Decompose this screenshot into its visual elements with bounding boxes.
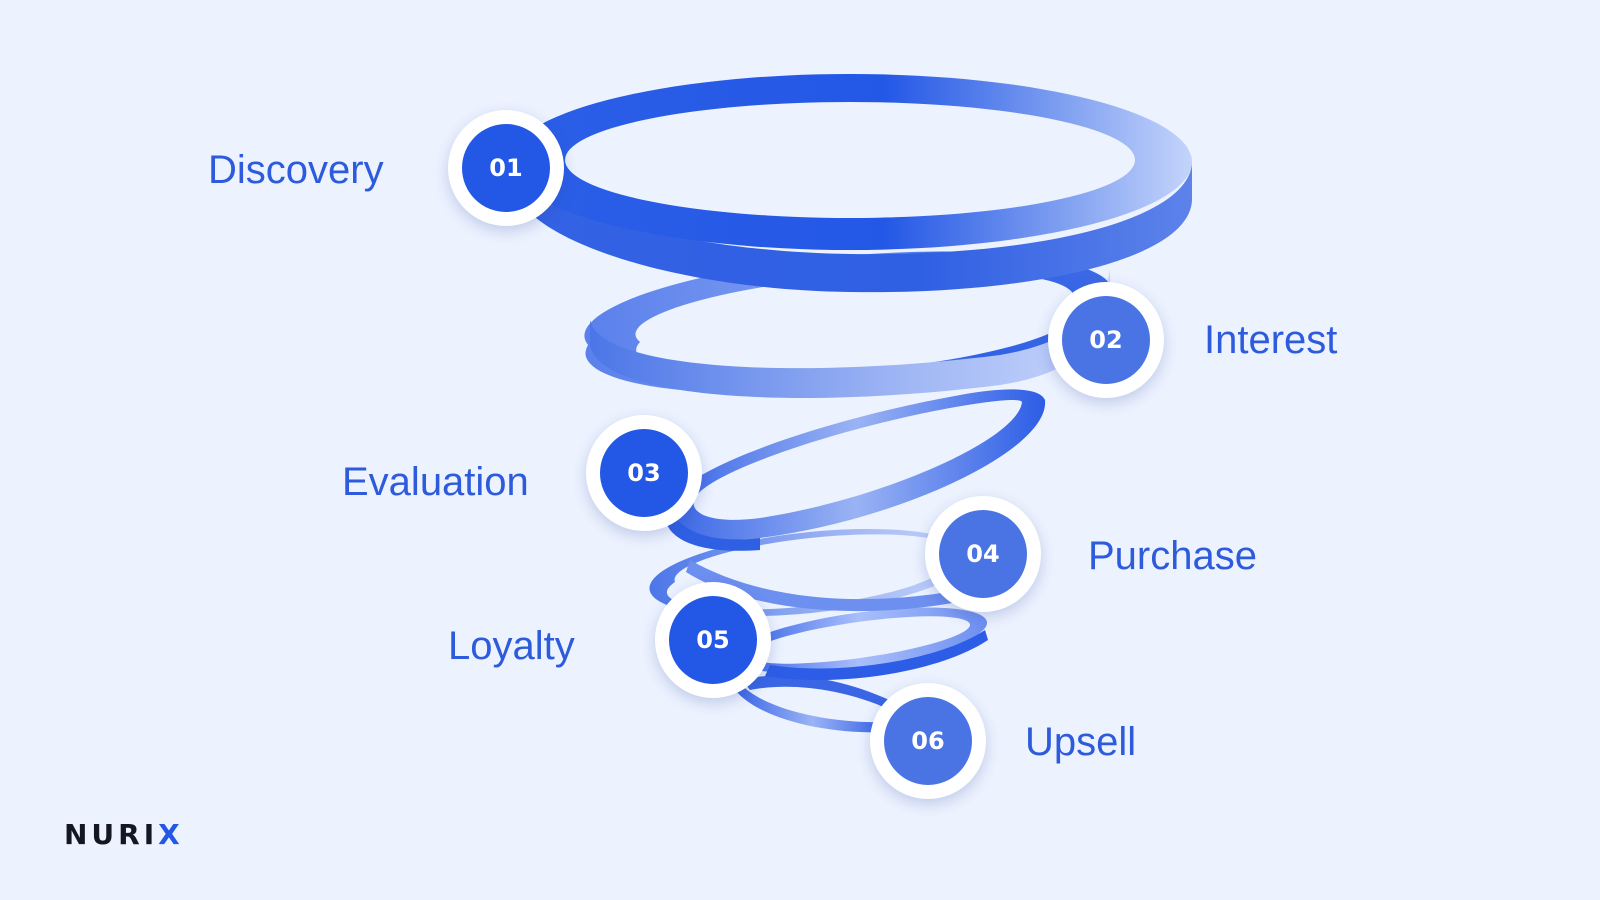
stage-number-02: 02 [1062, 296, 1150, 384]
stage-badge-03: 03 [586, 415, 702, 531]
stage-label-loyalty: Loyalty [448, 624, 575, 668]
funnel-ring-3 [665, 389, 1046, 551]
stage-badge-01: 01 [448, 110, 564, 226]
stage-label-upsell: Upsell [1025, 720, 1137, 764]
funnel-ring-4 [649, 528, 971, 617]
stage-number-01: 01 [462, 124, 550, 212]
logo-accent: X [158, 818, 184, 851]
stage-label-interest: Interest [1204, 318, 1338, 362]
stage-number-04: 04 [939, 510, 1027, 598]
stage-number-06: 06 [884, 697, 972, 785]
stage-badge-02: 02 [1048, 282, 1164, 398]
nurix-logo: NURIX [64, 818, 184, 851]
stage-badge-06: 06 [870, 683, 986, 799]
stage-number-05: 05 [669, 596, 757, 684]
stage-label-purchase: Purchase [1088, 534, 1257, 578]
funnel-ring-2 [584, 251, 1114, 398]
stage-number-03: 03 [600, 429, 688, 517]
funnel-ring-6 [735, 675, 900, 733]
stage-label-discovery: Discovery [208, 148, 384, 192]
stage-badge-05: 05 [655, 582, 771, 698]
funnel-ring-1 [508, 74, 1192, 293]
stage-badge-04: 04 [925, 496, 1041, 612]
stage-label-evaluation: Evaluation [342, 460, 529, 504]
logo-text: NURI [64, 818, 159, 851]
